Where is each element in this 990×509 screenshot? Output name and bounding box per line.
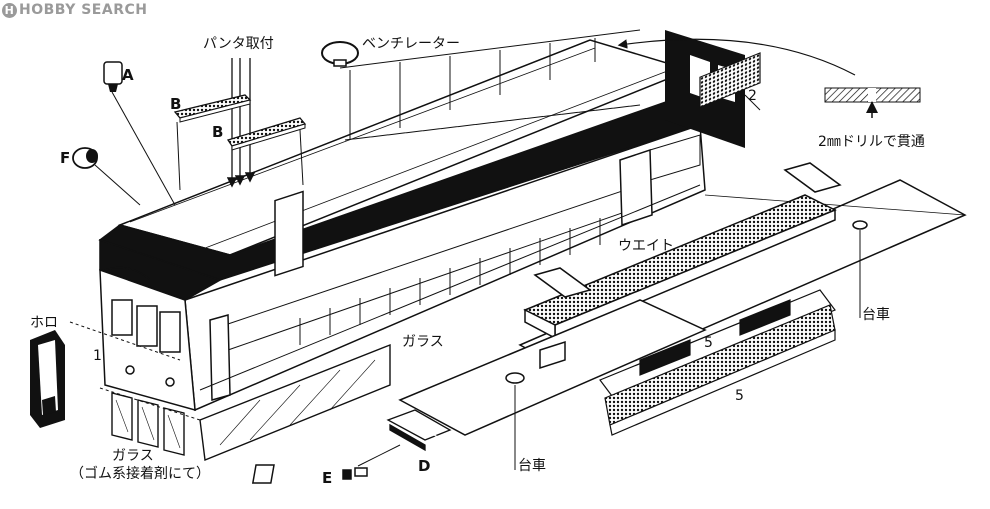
label-weight: ウエイト — [618, 238, 674, 254]
label-part-b1: B — [170, 95, 182, 113]
gangway-horo — [30, 330, 65, 428]
label-drill-note: 2㎜ドリルで貫通 — [818, 134, 925, 150]
underfloor-equipment — [599, 52, 836, 436]
label-part-5a: 5 — [704, 335, 713, 351]
ventilator-guides — [339, 29, 641, 141]
headlight-part-f — [72, 147, 141, 206]
leader-lines — [69, 94, 861, 470]
coupler-part-d — [386, 409, 452, 452]
watermark-text: HOBBY SEARCH — [19, 2, 148, 18]
label-part-1: 1 — [93, 348, 102, 364]
side-glass-strip — [199, 343, 391, 461]
label-glass-right: ガラス — [402, 334, 444, 350]
label-ventilator: ベンチレーター — [362, 36, 460, 52]
label-part-5b: 5 — [735, 388, 744, 404]
lower-floor-plate — [398, 299, 707, 436]
horn-part-a — [103, 61, 176, 206]
label-part-a: A — [122, 66, 134, 84]
label-glass-note: （ゴム系接着剤にて） — [70, 466, 210, 482]
label-part-d: D — [418, 457, 431, 475]
side-window-row — [224, 134, 701, 351]
label-part-f: F — [60, 149, 71, 167]
label-part-2: 2 — [748, 88, 757, 104]
front-glass-pieces — [111, 392, 185, 456]
pantograph-mount-arrows — [226, 58, 256, 188]
label-bogie-bottom: 台車 — [518, 458, 546, 474]
hobby-search-logo-icon: H — [2, 2, 17, 18]
coupler-part-e — [251, 464, 368, 484]
label-pantograph-mount: パンタ取付 — [203, 36, 274, 52]
drill-detail — [617, 38, 921, 118]
walkway-part-b1 — [173, 94, 252, 123]
ventilator-icon — [321, 41, 359, 67]
walkway-part-b2 — [226, 117, 307, 151]
label-bogie-right: 台車 — [862, 307, 890, 323]
label-part-b2: B — [212, 123, 224, 141]
label-part-e: E — [322, 469, 333, 487]
label-glass-left: ガラス — [112, 448, 154, 464]
label-horo: ホロ — [30, 315, 58, 331]
